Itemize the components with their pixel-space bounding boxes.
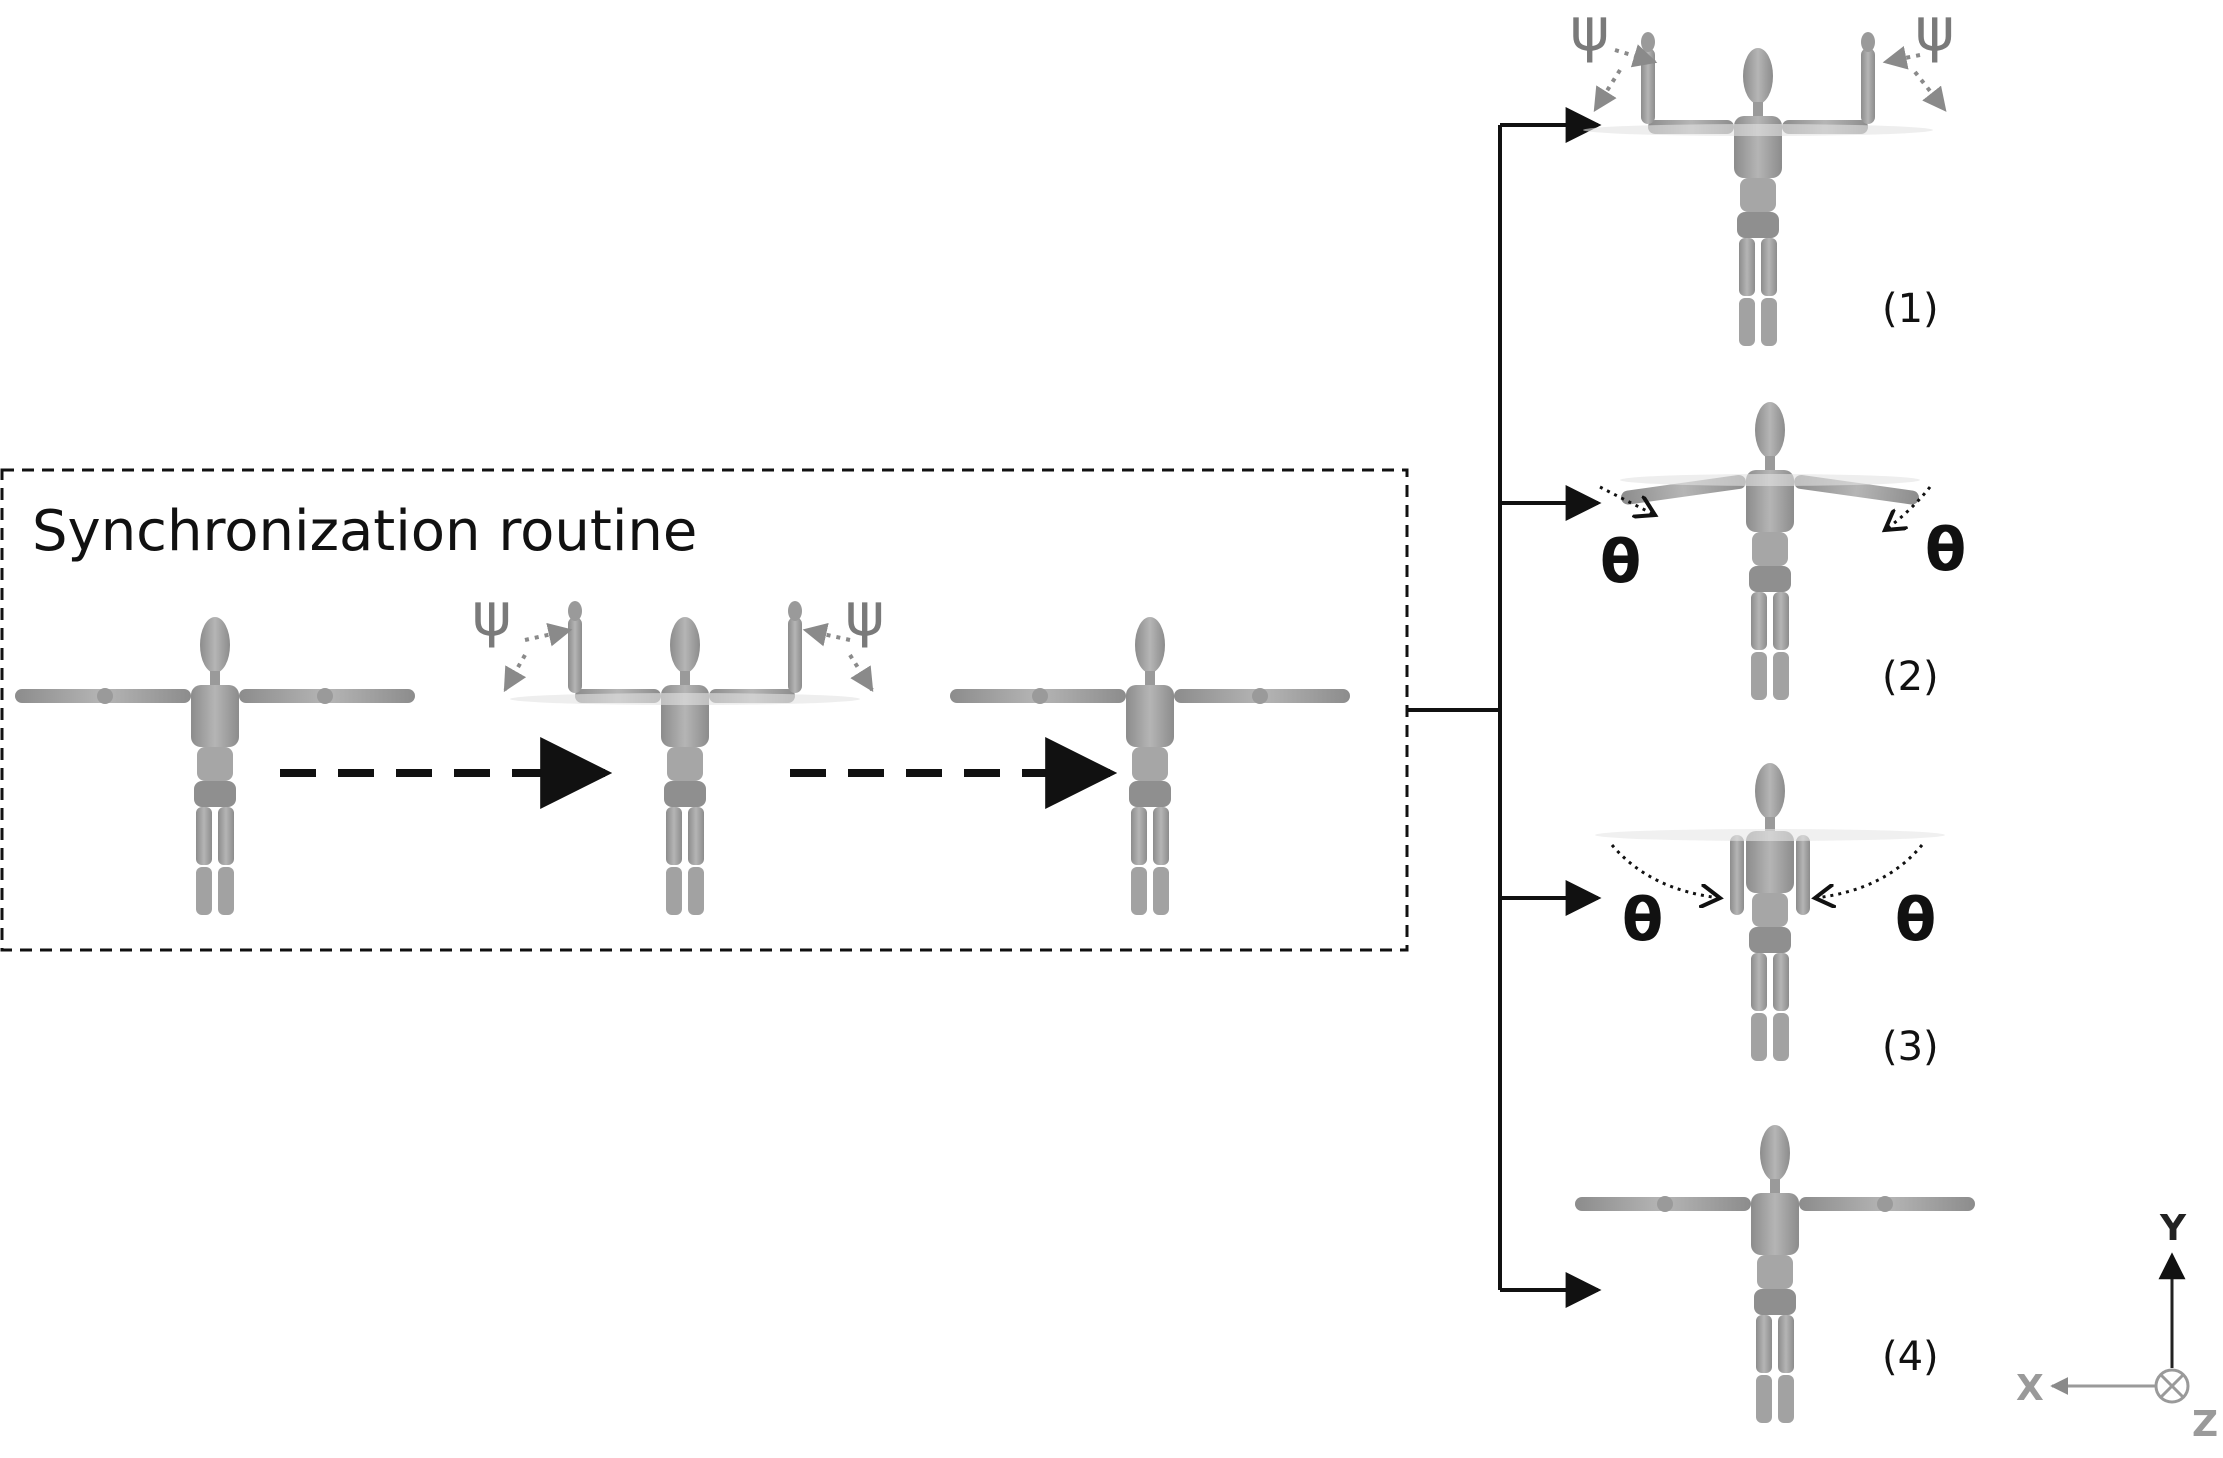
coordinate-axes: Y X Z — [2016, 1208, 2218, 1445]
mannequin-icon-pose-1 — [1583, 32, 1933, 346]
pose-2-theta-label-right: θ — [1925, 515, 1966, 585]
pose-2-caption: (2) — [1882, 654, 1939, 700]
pose-1-psi-arrow-left-down — [1593, 68, 1622, 113]
pose-1-psi-label-right: ψ — [1915, 0, 1955, 65]
pose-4-group: (4) — [1575, 1125, 1975, 1423]
pose-2-group: θ θ (2) — [1599, 402, 1966, 700]
psi-arrow-left-up — [524, 622, 573, 647]
pose-1-psi-label-left: ψ — [1570, 0, 1610, 65]
x-axis-label: X — [2016, 1368, 2044, 1409]
pose-1-group: ψ ψ (1) — [1570, 0, 1955, 346]
pose-3-theta-label-right: θ — [1895, 885, 1936, 955]
psi-label-left: ψ — [472, 580, 512, 650]
mannequin-icon-t-pose-start — [15, 617, 415, 915]
pose-1-psi-arrow-right-down — [1913, 70, 1947, 112]
pose-2-theta-arrow-right — [1885, 486, 1932, 530]
psi-arrow-right-down — [848, 653, 874, 693]
pose-3-theta-label-left: θ — [1622, 885, 1663, 955]
mannequin-icon-psi-pose — [510, 601, 860, 915]
psi-arrow-right-up — [802, 622, 851, 647]
pose-3-theta-arrow-right — [1815, 844, 1924, 898]
pose-1-caption: (1) — [1882, 286, 1939, 332]
synchronization-routine-group: Synchronization routine ψ ψ — [0, 468, 1409, 952]
mannequin-icon-pose-2 — [1620, 402, 1920, 700]
z-axis-into-page-icon — [2154, 1368, 2190, 1404]
y-axis-label: Y — [2159, 1208, 2187, 1249]
psi-arrow-left-down — [503, 654, 527, 693]
routine-title: Synchronization routine — [32, 499, 697, 564]
branch-connector — [1407, 107, 1602, 1308]
z-axis-label: Z — [2192, 1404, 2218, 1445]
pose-1-psi-arrow-left-up — [1614, 44, 1658, 68]
pose-3-group: θ θ (3) — [1595, 763, 1945, 1070]
mannequin-icon-t-pose-end — [950, 617, 1350, 915]
pose-2-theta-label-left: θ — [1600, 527, 1641, 597]
psi-label-right: ψ — [845, 580, 885, 650]
pose-3-caption: (3) — [1882, 1024, 1939, 1070]
pose-3-theta-arrow-left — [1610, 844, 1720, 898]
pose-4-caption: (4) — [1882, 1334, 1939, 1380]
pose-2-theta-arrow-left — [1599, 485, 1655, 515]
